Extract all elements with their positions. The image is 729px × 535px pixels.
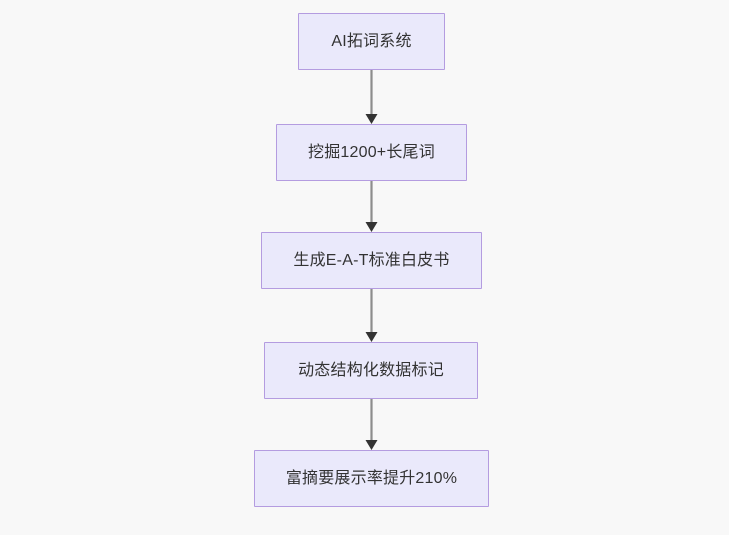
edge-n4-n5 [365, 399, 378, 450]
node-label: 生成E-A-T标准白皮书 [293, 251, 450, 269]
flowchart-node-n1[interactable]: AI拓词系统 [298, 13, 445, 70]
node-label: 挖掘1200+长尾词 [308, 143, 435, 161]
flowchart-node-n5[interactable]: 富摘要展示率提升210% [254, 450, 489, 507]
edge-n3-n4 [365, 289, 378, 342]
node-label: AI拓词系统 [331, 32, 412, 50]
node-label: 动态结构化数据标记 [298, 361, 444, 379]
flowchart-node-n2[interactable]: 挖掘1200+长尾词 [276, 124, 467, 181]
edge-n2-n3 [365, 181, 378, 232]
flowchart-node-n4[interactable]: 动态结构化数据标记 [264, 342, 478, 399]
flowchart-node-n3[interactable]: 生成E-A-T标准白皮书 [261, 232, 482, 289]
node-label: 富摘要展示率提升210% [285, 469, 458, 487]
edge-n1-n2 [365, 70, 378, 124]
